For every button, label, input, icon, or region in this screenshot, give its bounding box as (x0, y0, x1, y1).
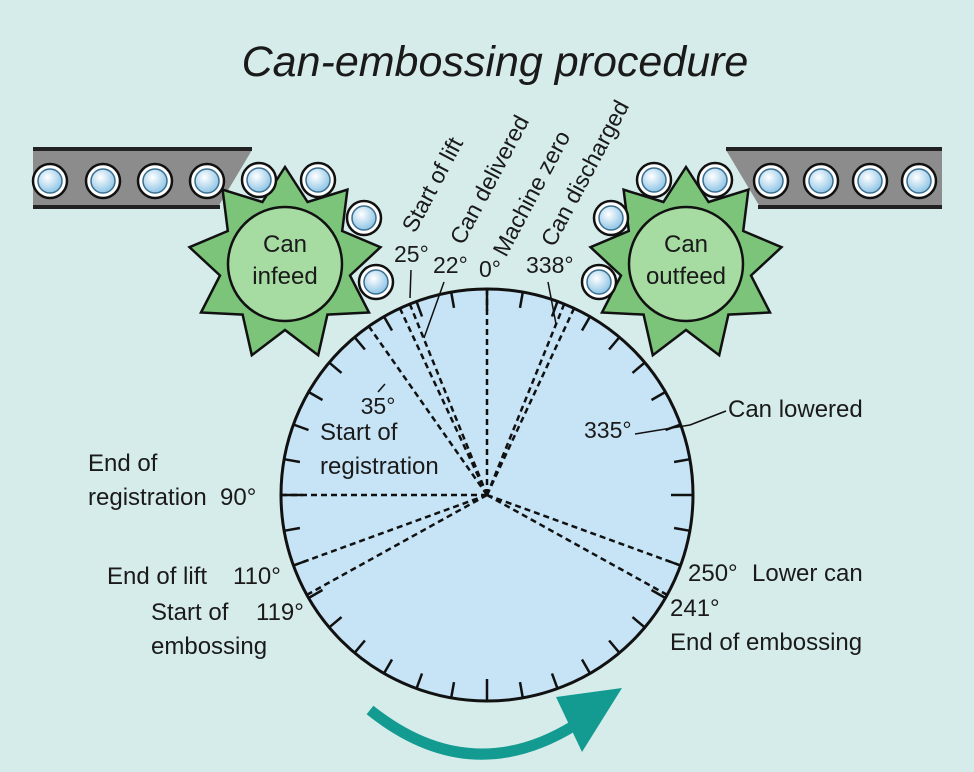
start-of-registration-label: Start of (320, 419, 398, 446)
diagram-title: Can-embossing procedure (242, 38, 749, 86)
leader-lines (377, 269, 727, 435)
radial-line-338 (485, 303, 566, 496)
dial-tick (307, 390, 324, 402)
rotation-arrow (366, 688, 622, 760)
angle-110: 110° (233, 563, 281, 590)
dial-tick (608, 336, 621, 351)
starwheel-hub (627, 205, 745, 323)
can-inner (808, 168, 834, 194)
end-of-embossing-label: End of embossing (670, 629, 862, 656)
transfer-cans (240, 161, 734, 301)
dial-tick (673, 457, 691, 464)
can-inner (90, 168, 116, 194)
angle-22: 22° (433, 252, 468, 278)
dial-tick (382, 658, 394, 675)
can-inner (363, 269, 389, 295)
can-inner (142, 168, 168, 194)
angle-241: 241° (670, 595, 720, 622)
radial-line-241 (486, 493, 668, 596)
angle-0: 0° (479, 256, 501, 282)
can-inner (37, 168, 63, 194)
outfeed-starwheel (588, 164, 784, 358)
start-of-embossing-label: Start of (151, 599, 229, 626)
end-of-lift-label: End of lift (107, 563, 207, 590)
dial-tick (631, 616, 646, 629)
dial-tick (449, 291, 456, 309)
radial-line-250 (486, 493, 682, 567)
angle-25: 25° (394, 241, 429, 267)
end-of-registration-label: End of (88, 450, 158, 477)
dial-tick (580, 315, 592, 332)
lower-can-label: Lower can (752, 560, 863, 587)
dial-tick (518, 291, 525, 309)
dial-tick (650, 588, 667, 600)
radial-line-25 (398, 307, 489, 496)
dial-tick (608, 639, 621, 654)
can-outfeed-label: Can (664, 231, 708, 258)
dial-tick (292, 423, 309, 432)
angle-250: 250° (688, 560, 738, 587)
dial-radial-lines (281, 289, 682, 596)
dial-tick (382, 315, 394, 332)
angle-35: 35° (361, 393, 396, 419)
dial-tick (550, 300, 559, 317)
dial-tick (673, 526, 691, 533)
dial-tick (353, 639, 366, 654)
dial-tick (353, 336, 366, 351)
angle-119: 119° (256, 599, 304, 626)
can-inner (702, 167, 728, 193)
dial-tick (518, 681, 525, 699)
dial-tick (283, 457, 301, 464)
can-inner (758, 168, 784, 194)
infeed-cans (31, 162, 226, 200)
dial-tick (449, 681, 456, 699)
can-inner (598, 205, 624, 231)
dial-tick (415, 673, 424, 690)
radial-line-335 (485, 307, 576, 496)
angle-335: 335° (584, 417, 632, 443)
dial-tick (415, 300, 424, 317)
radial-line-110 (292, 493, 488, 567)
dial-tick (550, 673, 559, 690)
start-of-registration-label-2: registration (320, 453, 439, 480)
dial-tick (328, 616, 343, 629)
can-lowered-label: Can lowered (728, 396, 863, 423)
dial-tick (283, 526, 301, 533)
can-infeed-label: Can (263, 231, 307, 258)
can-inner (194, 168, 220, 194)
starwheel-hub (226, 205, 344, 323)
dial-tick (307, 588, 324, 600)
can-inner (305, 167, 331, 193)
start-of-embossing-label-2: embossing (151, 633, 267, 660)
can-outfeed-label-2: outfeed (646, 263, 726, 290)
infeed-starwheel (187, 164, 383, 358)
radial-line-22 (408, 303, 489, 496)
can-inner (641, 167, 667, 193)
end-of-registration-label-2: registration (88, 484, 207, 511)
can-inner (857, 168, 883, 194)
outfeed-cans (752, 162, 938, 200)
radial-line-35 (367, 325, 489, 496)
dial-tick (650, 390, 667, 402)
angle-90: 90° (220, 484, 256, 511)
dial-tick (580, 658, 592, 675)
dial-tick (328, 361, 343, 374)
angle-338: 338° (526, 252, 574, 278)
can-inner (351, 205, 377, 231)
dial-tick (631, 361, 646, 374)
radial-line-119 (306, 493, 488, 596)
can-inner (246, 167, 272, 193)
can-infeed-label-2: infeed (252, 263, 317, 290)
can-inner (586, 269, 612, 295)
can-inner (906, 168, 932, 194)
